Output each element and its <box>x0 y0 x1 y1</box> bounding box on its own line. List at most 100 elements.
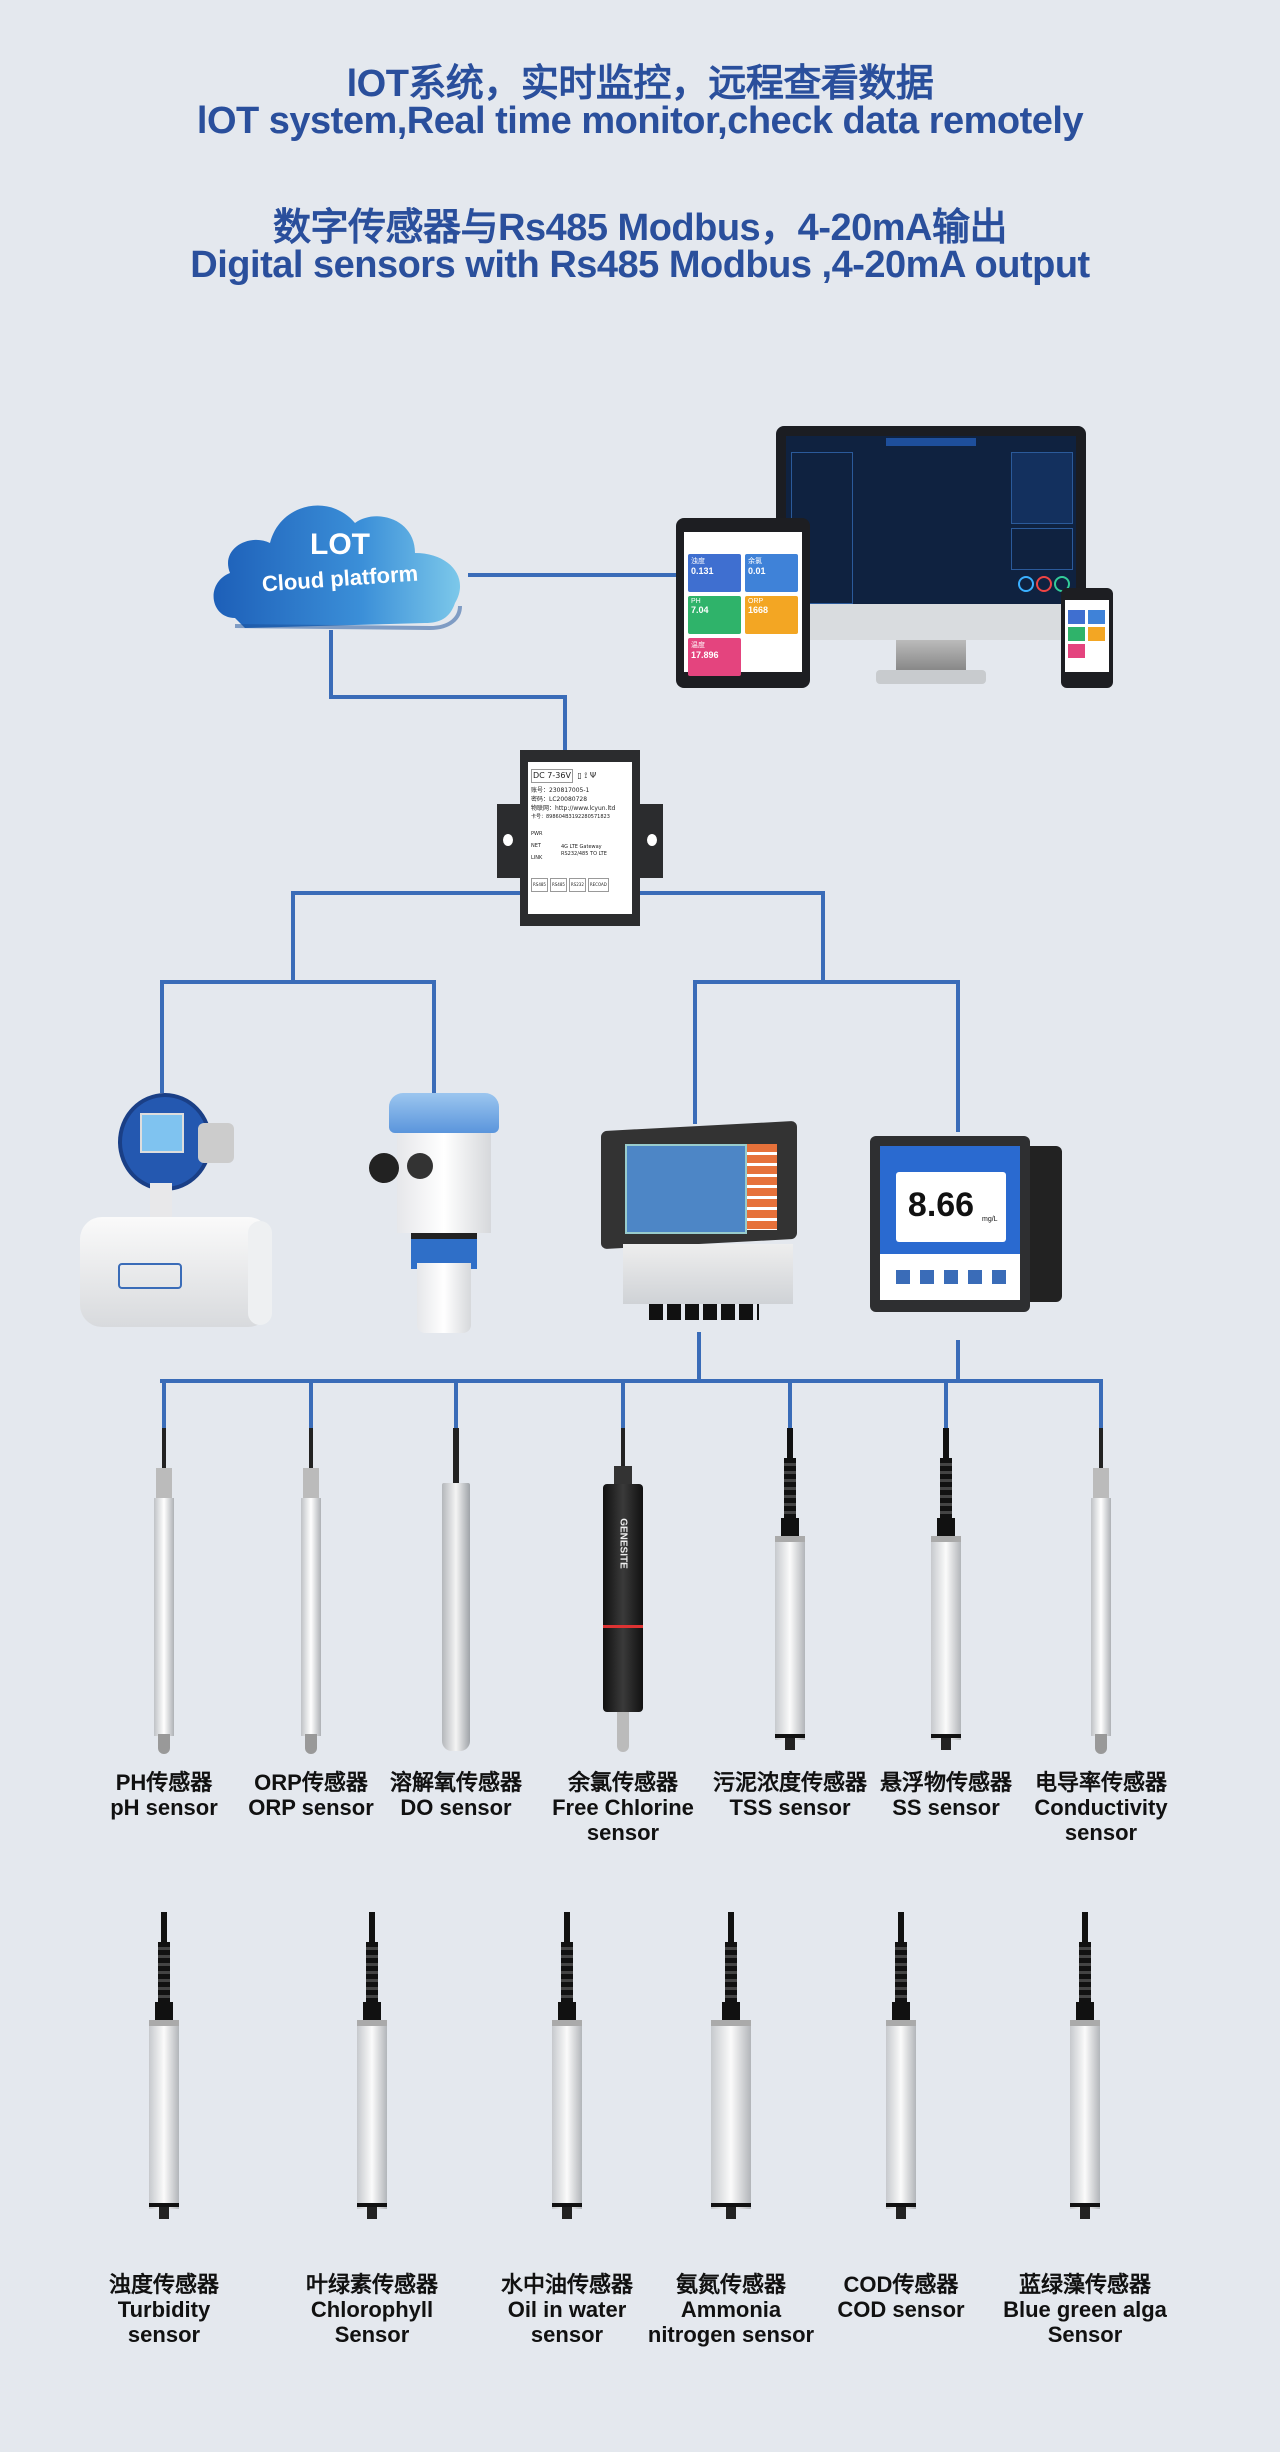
sim-antenna-usb-icons: ▯ ⟟ Ψ <box>577 771 597 780</box>
tablet-card-value: 0.01 <box>748 566 766 576</box>
glass-probe-icon <box>122 1428 206 1756</box>
brand-logo: GENESITE <box>617 1518 629 1569</box>
spring-probe-icon <box>122 1912 206 2225</box>
tablet-card-value: 0.131 <box>691 566 714 576</box>
gateway-account: 账号：230817005-1 <box>531 787 590 794</box>
sensor-name-cn: 余氯传感器 <box>567 1770 678 1795</box>
port-label: RS485 <box>531 878 548 892</box>
sensor-name-en: sensor <box>530 2322 604 2347</box>
sensor-name-en: Sensor <box>334 2322 410 2347</box>
controller-unit: mg/L <box>982 1216 998 1223</box>
ultrasonic-level-meter <box>367 1093 503 1339</box>
tablet-card-value: 1668 <box>748 605 769 615</box>
title-en-2: Digital sensors with Rs485 Modbus ,4-20m… <box>190 244 1090 286</box>
tablet-card-value: 7.04 <box>691 605 709 615</box>
sensor-name-cn: 氨氮传感器 <box>675 2272 786 2297</box>
title-en-1: lOT system,Real time monitor,check data … <box>196 100 1084 142</box>
port-label: RS485 <box>549 878 567 892</box>
sensor-name-en: pH sensor <box>110 1795 218 1820</box>
sensor-name-cn: ORP传感器 <box>254 1770 368 1795</box>
power-label: DC 7-36V <box>531 769 573 783</box>
electromagnetic-flowmeter <box>78 1093 274 1339</box>
sensor-name-en: Oil in water <box>507 2297 627 2322</box>
port-label: RECOAD <box>587 878 609 892</box>
cloud-platform: LOT Cloud platform <box>205 478 475 638</box>
sensor-name-cn: 溶解氧传感器 <box>389 1770 522 1795</box>
sensor-name-en: Conductivity <box>1034 1795 1168 1820</box>
black-probe-icon: GENESITE <box>581 1428 665 1756</box>
tablet-card-value: 17.896 <box>691 650 719 660</box>
gateway-password: 密码：LC20080728 <box>531 796 588 803</box>
led-pwr: PWR <box>531 831 543 837</box>
gateway-model: 4G LTE Gateway <box>561 844 602 850</box>
controller-reading: 8.66 <box>907 1186 975 1224</box>
cloud-title: LOT <box>310 528 370 561</box>
led-net: NET <box>531 843 541 849</box>
ammonia-probe-icon <box>689 1912 773 2225</box>
spring-probe-icon <box>904 1428 988 1756</box>
gateway-card: 卡号：898604B3192280571823 <box>531 814 610 820</box>
sensor-name-en: ORP sensor <box>248 1795 374 1820</box>
sensor-name-cn: 水中油传感器 <box>500 2272 633 2297</box>
sensor-name-cn: 电导率传感器 <box>1034 1770 1167 1795</box>
spring-probe-icon <box>525 1912 609 2225</box>
sensor-name-cn: 叶绿素传感器 <box>305 2272 438 2297</box>
led-link: LINK <box>531 855 543 861</box>
controller-keys[interactable] <box>896 1270 1006 1284</box>
gateway-model-2: RS232/485 TO LTE <box>561 851 607 857</box>
sensor-name-en: Sensor <box>1047 2322 1123 2347</box>
multi-parameter-controller <box>601 1116 801 1320</box>
cod-probe-icon <box>859 1912 943 2225</box>
port-label: RS232 <box>568 878 586 892</box>
tablet-card-name: 余氯 <box>748 558 762 565</box>
sensor-name-en: SS sensor <box>892 1795 1000 1820</box>
dashboard-screen <box>786 436 1076 604</box>
sensor-name-cn: 悬浮物传感器 <box>879 1770 1012 1795</box>
sensor-name-en: Chlorophyll <box>310 2297 434 2322</box>
4g-gateway: DC 7-36V ▯ ⟟ Ψ 账号：230817005-1 密码：LC20080… <box>520 750 640 926</box>
sensor-name-cn: 污泥浓度传感器 <box>712 1770 867 1795</box>
spring-probe-icon <box>330 1912 414 2225</box>
sensor-name-cn: 浊度传感器 <box>108 2272 219 2297</box>
sensor-name-en: sensor <box>586 1820 660 1845</box>
desktop-monitor <box>776 426 1086 688</box>
tablet-card-name: ORP <box>748 598 764 605</box>
sensor-name-cn: PH传感器 <box>115 1770 213 1795</box>
sensor-name-en: Free Chlorine <box>552 1795 694 1820</box>
sensor-name-en: Blue green alga <box>1003 2297 1167 2322</box>
tablet-card-name: 浊度 <box>691 558 705 565</box>
glass-probe-icon <box>1059 1428 1143 1756</box>
sensor-name-en: Turbidity <box>117 2297 211 2322</box>
sensor-name-en: DO sensor <box>400 1795 512 1820</box>
sensor-name-cn: COD传感器 <box>843 2272 959 2297</box>
glass-probe-icon <box>269 1428 353 1756</box>
sensor-name-en: TSS sensor <box>729 1795 851 1820</box>
smartphone <box>1061 588 1113 688</box>
gateway-iot-url: 物联网：http://www.lcyun.ltd <box>531 805 616 812</box>
sensor-name-en: nitrogen sensor <box>647 2322 815 2347</box>
title-cn-2: 数字传感器与Rs485 Modbus，4-20mA输出 <box>273 207 1007 249</box>
sensor-name-en: COD sensor <box>837 2297 965 2322</box>
tablet-card-name: PH <box>691 598 701 605</box>
tablet-card-name: 温度 <box>691 642 705 649</box>
steel-probe-icon <box>414 1428 498 1756</box>
sensor-name-cn: 蓝绿藻传感器 <box>1018 2272 1151 2297</box>
